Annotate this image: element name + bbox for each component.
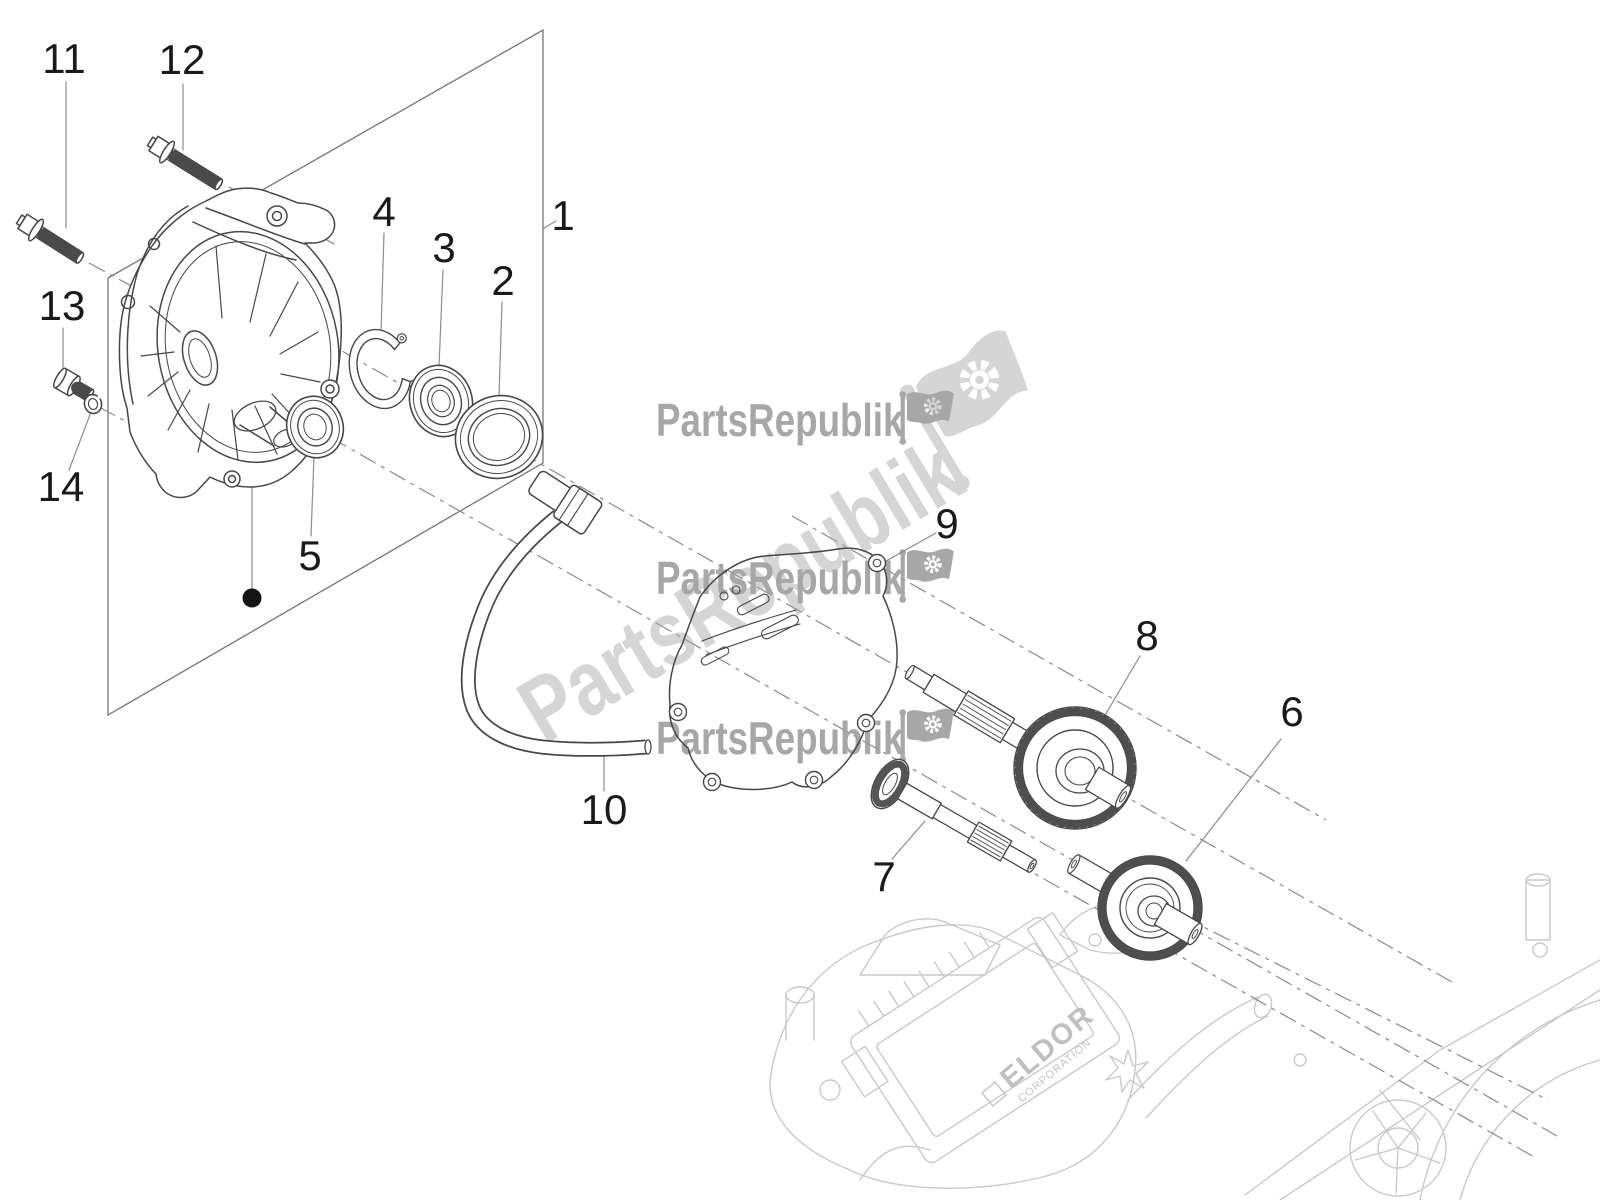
flag-with-gear-icon [899, 548, 954, 603]
pinion-shaft-7-drawing [870, 758, 1037, 873]
callout-label-1: 1 [551, 192, 575, 239]
star-emblem [1105, 1049, 1149, 1093]
gearbox-cover-drawing [118, 187, 342, 499]
flag-with-gear-icon [899, 330, 1028, 491]
watermark-row-3: PartsRepublik [656, 708, 966, 784]
gear-6-drawing [1067, 854, 1203, 961]
callout-label-9: 9 [935, 500, 959, 547]
gasket-9-drawing [668, 547, 898, 792]
flange-bolt-12-drawing [146, 135, 224, 191]
callout-label-14: 14 [37, 463, 85, 510]
callout-label-10: 10 [580, 786, 628, 833]
flag-with-gear-icon [899, 708, 954, 763]
callout-label-4: 4 [372, 188, 396, 235]
callout-label-3: 3 [432, 224, 456, 271]
watermark-text: PartsRepublik [656, 552, 904, 604]
callout-label-11: 11 [42, 35, 86, 82]
flange-bolt-11-drawing [15, 213, 85, 264]
watermark-row-2: PartsRepublik [656, 548, 966, 624]
callout-label-5: 5 [298, 532, 322, 579]
watermark-text: PartsRepublik [656, 394, 904, 446]
assembly-plane-parallelogram [107, 28, 544, 717]
watermark-diagonal-large: PartsRepublik [502, 330, 1101, 762]
assembly-bullet-marker [242, 588, 262, 608]
bearing-5-drawing [285, 395, 345, 459]
flag-with-gear-icon [899, 390, 954, 445]
callout-label-13: 13 [38, 282, 86, 329]
callout-label-6: 6 [1280, 688, 1304, 735]
plug-13-drawing [52, 367, 95, 402]
callout-label-2: 2 [491, 257, 515, 304]
breather-hose-10-drawing [460, 470, 652, 757]
callout-label-12: 12 [158, 36, 206, 83]
gear-shaft-8-drawing [904, 664, 1137, 830]
callout-label-8: 8 [1135, 612, 1159, 659]
watermark-row-1: PartsRepublik [656, 390, 966, 466]
washer-14-drawing [83, 393, 104, 415]
callout-label-7: 7 [872, 853, 896, 900]
bearing-3-drawing [408, 364, 474, 438]
oil-seal-2-drawing [454, 394, 544, 480]
